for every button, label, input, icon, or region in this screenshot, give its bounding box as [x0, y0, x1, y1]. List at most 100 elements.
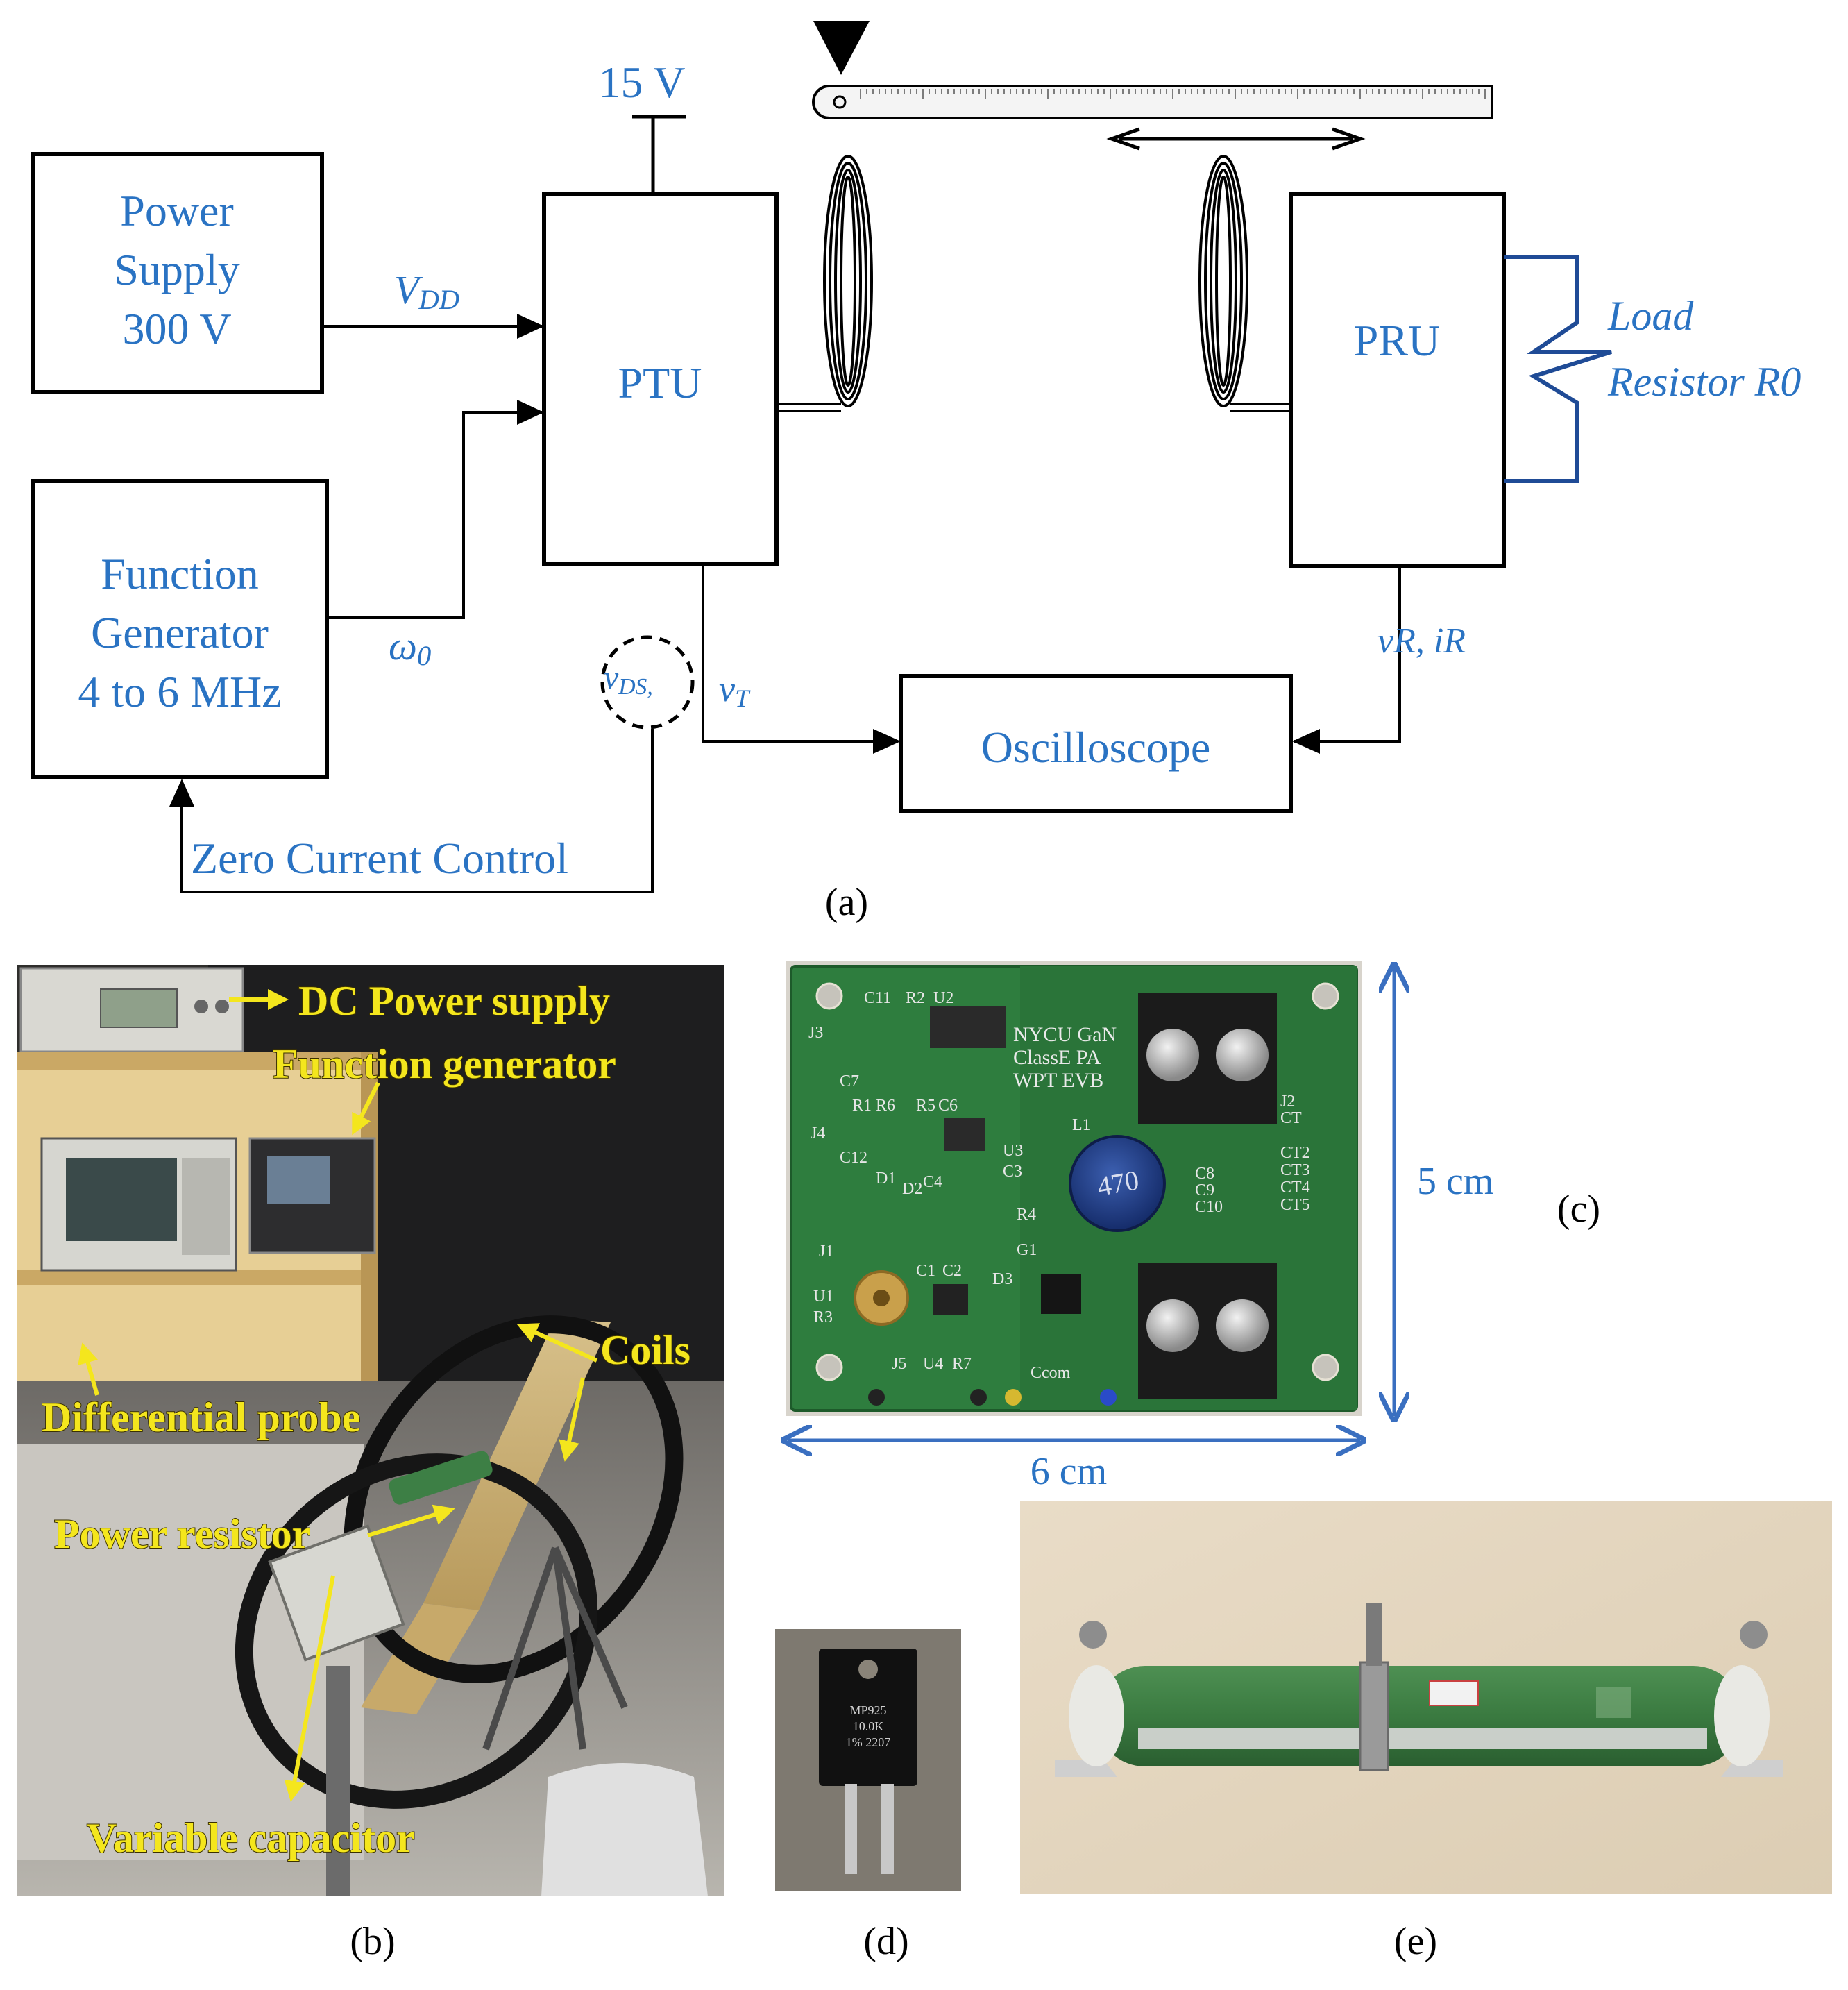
function-generator-line3: 4 to 6 MHz — [78, 667, 281, 716]
function-generator-pointer — [352, 1081, 380, 1136]
oscilloscope-label: Oscilloscope — [981, 723, 1211, 772]
width-dimension-label: 6 cm — [1031, 1450, 1107, 1493]
load-wire — [1504, 255, 1612, 483]
pcb-refdes-label: R2 — [906, 989, 925, 1007]
function-generator-line1: Function — [101, 549, 259, 598]
variable-capacitor-pointer — [284, 1575, 335, 1802]
pcb-refdes-label: R7 — [952, 1355, 972, 1373]
power-supply-line2: Supply — [114, 245, 239, 294]
pcb-refdes-label: C8 — [1195, 1165, 1214, 1183]
function-generator-box — [31, 479, 329, 779]
pcb-refdes-label: R3 — [813, 1308, 833, 1326]
coils-label: Coils — [600, 1327, 690, 1373]
pcb-refdes-label: C3 — [1003, 1163, 1022, 1181]
pcb-refdes-label: R4 — [1017, 1206, 1036, 1224]
pru-box — [1289, 192, 1506, 568]
dc-power-supply-label: DC Power supply — [298, 978, 610, 1024]
ruler-ticks — [860, 89, 1486, 99]
distance-arrowhead-right — [1332, 127, 1366, 151]
panel-a-caption: (a) — [825, 881, 868, 924]
photo-coil-1 — [344, 1315, 684, 1683]
pcb-refdes-label: CT2 — [1280, 1144, 1310, 1162]
ruler — [812, 85, 1493, 119]
power-resistor-label: Power resistor — [54, 1511, 310, 1557]
load-resistor-body — [1096, 1666, 1742, 1766]
pcb-refdes-label: CT4 — [1280, 1179, 1310, 1197]
oscilloscope-box — [899, 674, 1293, 813]
to247-marking-3: 1% 2207 — [846, 1735, 891, 1749]
load-label-line1: Load — [1607, 293, 1694, 339]
vr-ir-label: vR, iR — [1377, 621, 1466, 661]
pcb-refdes-label: CT5 — [1280, 1196, 1310, 1214]
ptu-box — [542, 192, 779, 566]
pcb-refdes-label: J5 — [892, 1355, 906, 1373]
differential-probe-label: Differential probe — [42, 1394, 360, 1440]
pcb-refdes-label: J2 — [1280, 1093, 1295, 1111]
panel-a: Power Supply 300 V Function Generator 4 … — [31, 21, 1801, 924]
inductor-l1 — [1069, 1135, 1166, 1232]
power-resistor-pointer — [367, 1504, 455, 1537]
board-silkscreen-line1: NYCU GaN — [1013, 1023, 1117, 1046]
position-marker-triangle — [813, 21, 870, 75]
differential-probe-pointer — [78, 1342, 99, 1396]
omega-label: ω0 — [389, 623, 431, 671]
vdd-label: VDD — [394, 267, 459, 315]
function-generator-line2: Generator — [91, 608, 269, 657]
panel-d-photo: MP925 10.0K 1% 2207 (d) — [775, 1629, 961, 1963]
panel-e-caption: (e) — [1394, 1920, 1437, 1963]
omega-arrowhead — [517, 400, 544, 425]
board-silkscreen-line3: WPT EVB — [1013, 1069, 1103, 1092]
receiver-coil — [1198, 155, 1289, 412]
vds-label: vDS, — [604, 659, 653, 700]
vt-label: vT — [719, 670, 751, 712]
panel-d-caption: (d) — [863, 1920, 908, 1963]
pru-oscilloscope-arrowhead — [1292, 729, 1320, 754]
pcb-refdes-label: G1 — [1017, 1241, 1037, 1259]
pcb-refdes-label: J1 — [819, 1242, 833, 1260]
ptu-label: PTU — [618, 358, 702, 407]
coils-pointer-2 — [559, 1377, 585, 1462]
pcb-refdes-label: J3 — [808, 1024, 823, 1042]
pcb-refdes-label: U1 — [813, 1288, 833, 1306]
panel-c-caption: (c) — [1557, 1188, 1600, 1231]
distance-arrowhead-left — [1106, 127, 1140, 151]
pcb-refdes-label: C6 — [938, 1097, 958, 1115]
pcb-refdes-label: C11 — [864, 989, 891, 1007]
panel-b-photo: DC Power supply Function generator Coils… — [17, 965, 724, 1963]
board-silkscreen-line2: ClassE PA — [1013, 1046, 1101, 1069]
height-dimension-label: 5 cm — [1417, 1160, 1493, 1203]
pcb-refdes-label: C2 — [942, 1262, 962, 1280]
zero-current-wire — [180, 729, 654, 893]
inductor-marking: 470 — [1095, 1164, 1142, 1202]
to247-marking-2: 10.0K — [853, 1719, 884, 1733]
panel-e-photo: (e) — [1020, 1501, 1832, 1963]
power-supply-line3: 300 V — [122, 304, 231, 353]
photo-coil-2 — [235, 1453, 598, 1809]
zero-current-arrowhead — [169, 779, 194, 807]
pcb-refdes-label: C9 — [1195, 1181, 1214, 1199]
pcb-refdes-label: D2 — [902, 1180, 922, 1198]
photo-power-resistor — [389, 1451, 493, 1505]
pcb-refdes-label: C12 — [840, 1149, 867, 1167]
pcb-refdes-label: C10 — [1195, 1198, 1223, 1216]
pcb-refdes-label: R6 — [876, 1097, 895, 1115]
pru-to-oscilloscope-wire — [1294, 567, 1401, 743]
wooden-plank — [423, 1319, 611, 1610]
pcb-refdes-label: U3 — [1003, 1142, 1023, 1160]
panel-b-caption: (b) — [350, 1920, 395, 1963]
to247-marking-1: MP925 — [849, 1703, 886, 1717]
pcb-refdes-label: R1 — [852, 1097, 872, 1115]
omega-wire — [328, 411, 543, 619]
coils-pointer-1 — [516, 1323, 598, 1363]
pcb-refdes-label: Ccom — [1031, 1364, 1071, 1382]
pcb-refdes-label: D1 — [876, 1170, 896, 1188]
pcb-refdes-label: CT — [1280, 1109, 1302, 1127]
pcb-refdes-label: D3 — [992, 1270, 1012, 1288]
ptu-to-oscilloscope-wire — [702, 565, 898, 743]
pcb-refdes-label: U4 — [923, 1355, 943, 1373]
pcb-refdes-label: L1 — [1072, 1116, 1091, 1134]
